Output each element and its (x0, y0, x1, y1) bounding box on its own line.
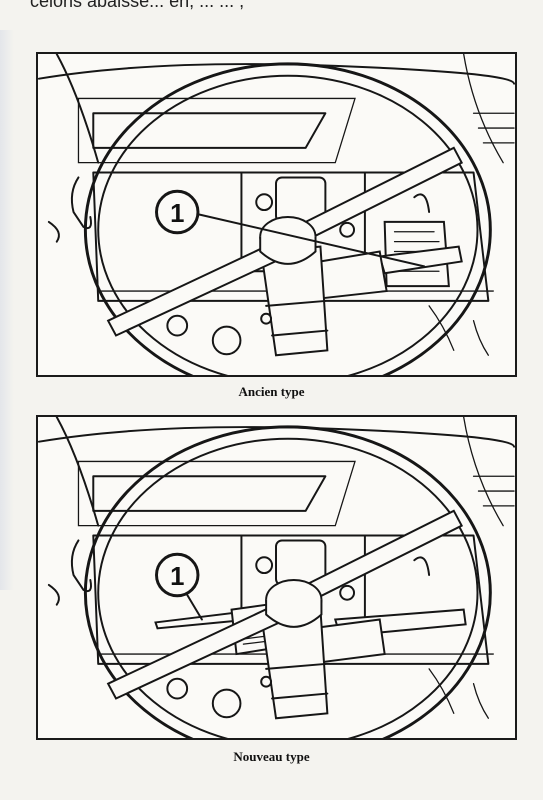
steering-wheel-illustration-old: 1 (38, 54, 515, 375)
figure-ancien-type: 1 (36, 52, 517, 377)
cut-off-top-text: celons abaissé... en, ... ... , (30, 0, 245, 11)
figure-caption-new: Nouveau type (233, 749, 310, 764)
steering-wheel-illustration-new: 1 (38, 417, 515, 738)
callout-number-1: 1 (170, 563, 184, 591)
figure-caption-old: Ancien type (238, 384, 305, 399)
callout-number-1: 1 (170, 200, 184, 228)
figure-nouveau-type: 1 (36, 415, 517, 740)
page-edge-shadow (0, 30, 14, 590)
